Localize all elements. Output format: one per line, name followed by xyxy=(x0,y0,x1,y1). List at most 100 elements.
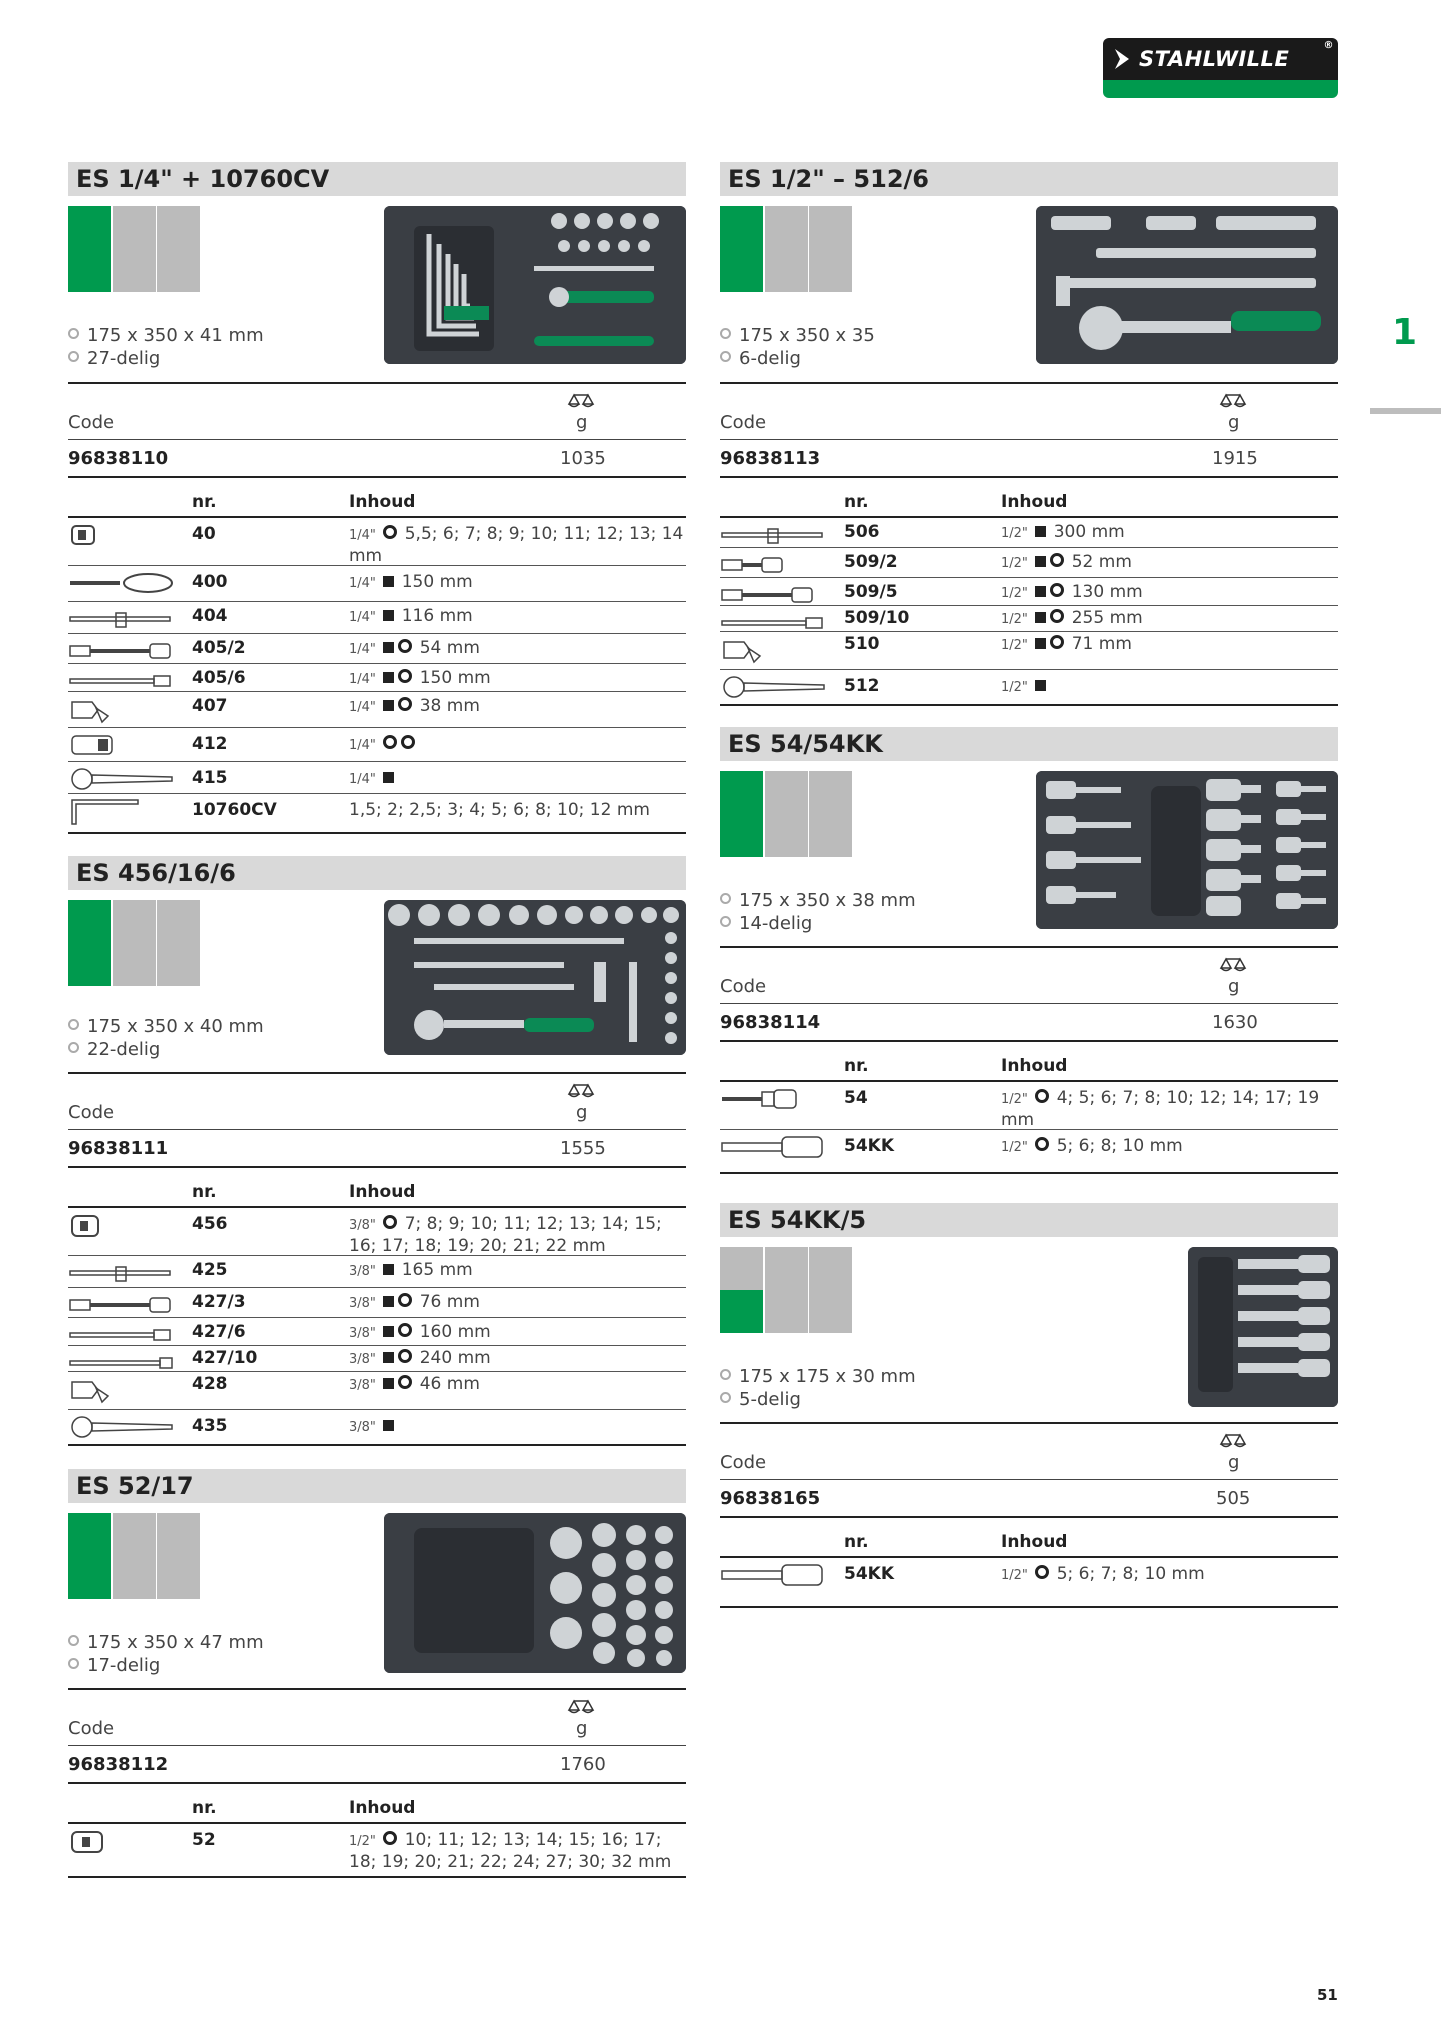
extension-bar-icon xyxy=(69,1297,171,1313)
table-row: 427/3 3/8" 76 mm xyxy=(68,1290,686,1318)
universal-joint-icon xyxy=(71,1381,110,1404)
socket-icon xyxy=(71,1215,99,1237)
tool-tray-image xyxy=(384,1513,686,1673)
table-row: 428 3/8" 46 mm xyxy=(68,1374,686,1410)
table-row: 54 1/2" 4; 5; 6; 7; 8; 10; 12; 14; 17; 1… xyxy=(720,1084,1338,1130)
col-nr: nr. xyxy=(192,1182,217,1202)
col-inhoud: Inhoud xyxy=(349,1182,416,1202)
specs-list: 175 x 175 x 30 mm 5-delig xyxy=(720,1365,916,1411)
product-photo-insert xyxy=(384,1513,686,1673)
col-nr: nr. xyxy=(844,492,869,512)
extension-bar-icon xyxy=(69,643,171,659)
product-photo-insert xyxy=(384,206,686,364)
hex-key-icon xyxy=(71,799,139,825)
table-header: nr. Inhoud xyxy=(68,1798,686,1824)
product-weight: 505 xyxy=(1216,1488,1251,1509)
section-es-14-10760cv: ES 1/4" + 10760CV 175 x 350 x 41 mm 27-d… xyxy=(68,162,686,834)
product-code: 96838111 xyxy=(68,1138,169,1159)
dimensions: 175 x 350 x 47 mm xyxy=(68,1631,264,1654)
registered-mark: ® xyxy=(1323,40,1334,51)
universal-joint-icon xyxy=(723,641,762,664)
long-extension-icon xyxy=(69,675,171,687)
scale-weight-icon xyxy=(567,1083,595,1098)
table-row: 40 1/4" 5,5; 6; 7; 8; 9; 10; 11; 12; 13;… xyxy=(68,520,686,566)
product-photo-insert xyxy=(1036,771,1338,929)
product-code: 96838113 xyxy=(720,448,821,469)
table-header: nr. Inhoud xyxy=(720,1056,1338,1082)
piece-count: 22-delig xyxy=(68,1038,264,1061)
bit-socket-icon xyxy=(722,1089,797,1109)
product-code: 96838110 xyxy=(68,448,169,469)
long-extension-icon xyxy=(69,1357,173,1369)
weight-unit: g xyxy=(576,412,588,433)
long-bit-socket-icon xyxy=(721,1136,823,1158)
adaptor-icon xyxy=(71,735,113,755)
socket-icon xyxy=(71,525,95,545)
dimensions: 175 x 350 x 35 xyxy=(720,324,875,347)
tool-tray-image xyxy=(384,900,686,1055)
table-row: 427/10 3/8" 240 mm xyxy=(68,1348,686,1372)
color-swatch xyxy=(68,206,200,292)
product-photo-insert xyxy=(1188,1247,1338,1407)
brand-logo: STAHLWILLE ® xyxy=(1103,38,1338,98)
table-row: 52 1/2" 10; 11; 12; 13; 14; 15; 16; 17; … xyxy=(68,1826,686,1878)
table-row: 412 1/4" xyxy=(68,730,686,762)
table-row: 509/5 1/2" 130 mm xyxy=(720,580,1338,606)
section-title: ES 456/16/6 xyxy=(68,856,686,890)
section-es-456-16-6: ES 456/16/6 175 x 350 x 40 mm 22-delig C… xyxy=(68,856,686,1456)
product-weight: 1035 xyxy=(560,448,606,469)
piece-count: 5-delig xyxy=(720,1388,916,1411)
col-nr: nr. xyxy=(844,1056,869,1076)
ratchet-icon xyxy=(71,1416,173,1438)
page-number: 51 xyxy=(1317,1986,1338,2004)
chapter-index: 1 xyxy=(1392,312,1418,353)
col-inhoud: Inhoud xyxy=(1001,1532,1068,1552)
table-row: 509/2 1/2" 52 mm xyxy=(720,550,1338,578)
table-row: 415 1/4" xyxy=(68,764,686,794)
piece-count: 27-delig xyxy=(68,347,264,370)
code-label: Code xyxy=(720,412,767,433)
tool-tray-image xyxy=(1036,206,1338,364)
table-row: 10760CV 1,5; 2; 2,5; 3; 4; 5; 6; 8; 10; … xyxy=(68,796,686,834)
color-swatch xyxy=(68,1513,200,1599)
table-header: nr. Inhoud xyxy=(68,492,686,518)
specs-list: 175 x 350 x 40 mm 22-delig xyxy=(68,1015,264,1061)
table-row: 405/6 1/4" 150 mm xyxy=(68,666,686,692)
piece-count: 14-delig xyxy=(720,912,916,935)
tool-tray-image xyxy=(384,206,686,364)
section-es-54kk-5: ES 54KK/5 175 x 175 x 30 mm 5-delig Code… xyxy=(720,1203,1338,1608)
scale-weight-icon xyxy=(1219,957,1247,972)
table-row: 425 3/8" 165 mm xyxy=(68,1258,686,1288)
table-row: 54KK 1/2" 5; 6; 7; 8; 10 mm xyxy=(720,1560,1338,1608)
code-label: Code xyxy=(68,412,115,433)
section-title: ES 1/4" + 10760CV xyxy=(68,162,686,196)
product-photo-insert xyxy=(384,900,686,1055)
specs-list: 175 x 350 x 47 mm 17-delig xyxy=(68,1631,264,1677)
logo-chevron-icon xyxy=(1115,49,1129,69)
specs-list: 175 x 350 x 35 6-delig xyxy=(720,324,875,370)
col-inhoud: Inhoud xyxy=(1001,1056,1068,1076)
color-swatch xyxy=(720,771,852,857)
col-nr: nr. xyxy=(844,1532,869,1552)
dimensions: 175 x 350 x 41 mm xyxy=(68,324,264,347)
tool-tray-image xyxy=(1188,1247,1338,1407)
brand-name: STAHLWILLE xyxy=(1139,47,1290,71)
section-es-54-54kk: ES 54/54KK xyxy=(720,727,1338,1177)
t-handle-icon xyxy=(721,528,823,544)
specs-list: 175 x 350 x 41 mm 27-delig xyxy=(68,324,264,370)
extension-bar-icon xyxy=(721,587,813,603)
section-title: ES 52/17 xyxy=(68,1469,686,1503)
table-header: nr. Inhoud xyxy=(720,492,1338,518)
table-row: 506 1/2" 300 mm xyxy=(720,520,1338,548)
long-bit-socket-icon xyxy=(721,1564,823,1586)
table-row: 456 3/8" 7; 8; 9; 10; 11; 12; 13; 14; 15… xyxy=(68,1210,686,1256)
weight-unit: g xyxy=(1228,412,1240,433)
weight-unit: g xyxy=(576,1102,588,1123)
table-header: nr. Inhoud xyxy=(720,1532,1338,1558)
long-extension-icon xyxy=(721,617,823,629)
color-swatch xyxy=(720,206,852,292)
table-row: 405/2 1/4" 54 mm xyxy=(68,636,686,664)
weight-unit: g xyxy=(1228,1452,1240,1473)
code-label: Code xyxy=(68,1102,115,1123)
code-label: Code xyxy=(720,1452,767,1473)
